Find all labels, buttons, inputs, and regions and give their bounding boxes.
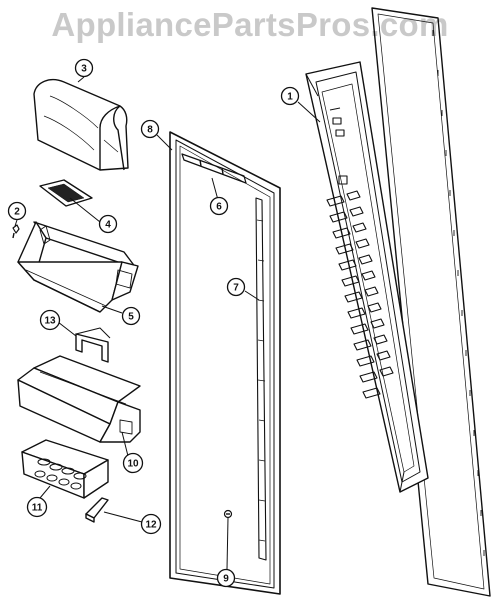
callout-13: 13: [39, 309, 61, 331]
handle-bracket-part: [75, 327, 111, 363]
callout-4: 4: [98, 214, 118, 234]
leader-3: [77, 76, 85, 83]
callout-8: 8: [140, 119, 160, 139]
panel-rivet-row: [432, 30, 485, 556]
side-strip-part: [255, 197, 267, 561]
callout-9-text: 9: [223, 574, 229, 585]
upper-bin-part: [17, 221, 139, 313]
callout-5: 5: [121, 306, 141, 326]
callout-2-text: 2: [14, 207, 20, 218]
lower-bin-part: [17, 355, 141, 443]
leader-8: [156, 134, 173, 151]
door-gasket-part: [169, 131, 281, 595]
callout-11: 11: [26, 496, 48, 518]
callout-11-text: 11: [32, 503, 43, 514]
callout-1: 1: [280, 86, 300, 106]
callout-12: 12: [140, 513, 162, 535]
liner-rib-pattern: [326, 190, 394, 399]
callout-4-text: 4: [105, 220, 111, 231]
leader-12: [103, 511, 143, 523]
leader-11: [39, 485, 51, 499]
watermark-text: AppliancePartsPros.com: [51, 6, 449, 43]
small-tray-part: [39, 179, 93, 207]
callout-10-text: 10: [127, 459, 139, 470]
callout-10: 10: [122, 452, 144, 474]
callout-3-text: 3: [81, 64, 87, 75]
callout-9: 9: [216, 568, 236, 588]
leader-lines: [14, 76, 321, 570]
liner-clip-details: [329, 107, 348, 185]
callout-labels: 1 2 3 4 5 6 7 8 9 10 11 12: [7, 58, 300, 588]
top-trim-part: [181, 153, 247, 184]
leader-9: [226, 517, 229, 570]
screw-part: [223, 509, 233, 519]
callout-2: 2: [7, 201, 27, 221]
leader-7: [244, 290, 260, 301]
small-clip-part: [12, 224, 20, 239]
callout-13-text: 13: [44, 316, 56, 327]
callout-8-text: 8: [147, 125, 153, 136]
callout-6: 6: [209, 196, 229, 216]
callout-7: 7: [226, 277, 246, 297]
callout-12-text: 12: [145, 520, 157, 531]
leader-2: [14, 219, 18, 227]
leader-10: [121, 431, 129, 457]
egg-tray-part: [21, 439, 109, 499]
leader-1: [297, 101, 321, 123]
callout-1-text: 1: [287, 92, 293, 103]
leader-4: [69, 197, 101, 223]
leader-13: [57, 321, 77, 337]
small-bracket-part: [85, 497, 109, 523]
leader-6: [211, 177, 219, 201]
door-liner-part: [305, 61, 429, 493]
dairy-cover-part: [33, 78, 129, 171]
leader-5: [101, 305, 123, 314]
callout-6-text: 6: [216, 202, 222, 213]
callout-7-text: 7: [233, 283, 239, 294]
callout-5-text: 5: [128, 312, 134, 323]
callout-3: 3: [74, 58, 94, 78]
